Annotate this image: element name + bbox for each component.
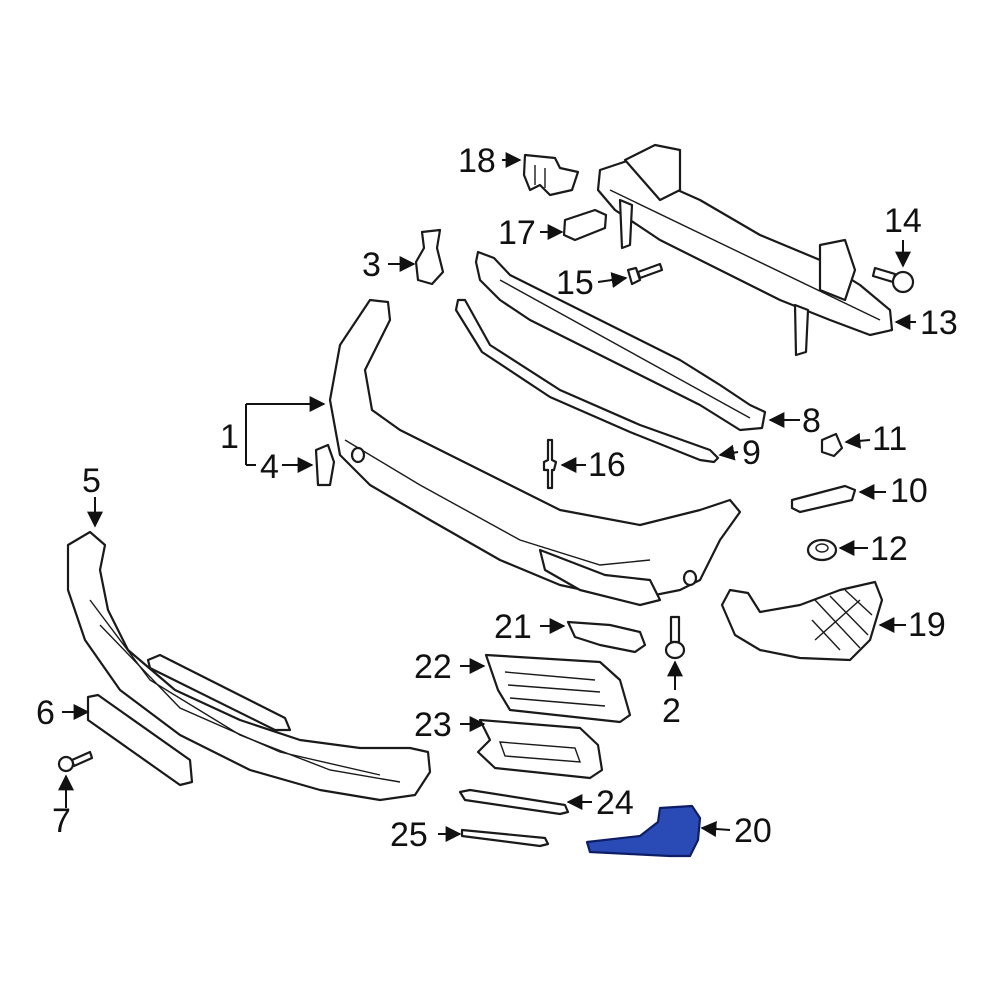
part-8-absorber[interactable] [474,250,767,432]
callout-4: 4 [260,448,279,486]
callout-14: 14 [884,202,922,240]
part-3-guide[interactable] [414,228,445,286]
callout-17: 17 [498,214,536,252]
part-22-grille[interactable] [484,653,632,724]
callout-21: 21 [494,608,532,646]
callout-25: 25 [390,816,428,854]
callout-19: 19 [908,606,946,644]
callout-11: 11 [872,420,907,458]
callout-23: 23 [414,706,452,744]
callout-20: 20 [734,812,772,850]
part-7-screw[interactable] [57,750,94,773]
part-18-bracket[interactable] [522,153,580,197]
part-20-trim-highlighted[interactable] [585,804,702,858]
callout-labels: 1 2 3 4 5 6 7 8 9 10 11 12 13 14 15 16 1… [36,142,958,854]
part-12-grommet[interactable] [806,538,838,562]
callout-7: 7 [52,802,71,840]
part-9-seal-strip[interactable] [454,298,720,464]
part-19-bracket[interactable] [720,580,884,662]
part-21-trim[interactable] [566,620,647,654]
part-17-sensor[interactable] [562,208,608,242]
part-13-reinforcement-beam[interactable] [596,143,894,357]
part-6-license-bracket[interactable] [86,693,194,787]
part-10-reflector[interactable] [790,484,857,514]
callout-18: 18 [458,142,496,180]
part-15-bolt[interactable] [626,262,664,286]
callout-16: 16 [588,446,626,484]
callout-9: 9 [742,434,761,472]
part-23-frame[interactable] [476,718,604,780]
callout-24: 24 [596,784,634,822]
part-11-clip[interactable] [820,432,844,458]
callout-22: 22 [414,648,452,686]
part-25-strip[interactable] [460,828,550,848]
part-4-bracket[interactable] [314,443,336,487]
callout-12: 12 [870,530,908,568]
callout-3: 3 [362,246,381,284]
part-14-bolt[interactable] [871,266,915,294]
callout-2: 2 [662,692,681,730]
part-5-lower-grille[interactable] [66,530,432,802]
callout-6: 6 [36,694,55,732]
callout-1: 1 [220,418,239,456]
callout-8: 8 [802,402,821,440]
leader-lines [58,152,916,842]
part-2-bolt[interactable] [664,615,686,660]
callout-10: 10 [890,472,928,510]
callout-5: 5 [82,462,101,500]
callout-13: 13 [920,304,958,342]
callout-15: 15 [556,264,594,302]
part-1-bumper-cover[interactable] [328,298,742,607]
part-24-strip[interactable] [458,788,570,816]
part-16-pin[interactable] [542,438,558,490]
